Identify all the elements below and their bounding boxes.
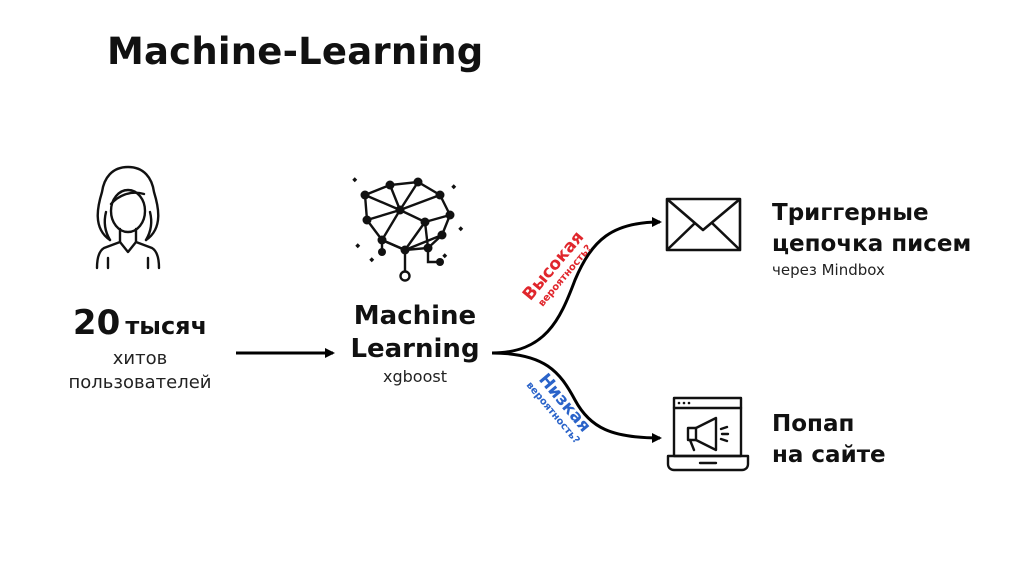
email-output-line1: Триггерные (772, 200, 929, 226)
input-stat-number: 20 (72, 303, 121, 343)
input-stat-line1: хитов (112, 348, 168, 370)
input-stat-description: хитов пользователей (40, 347, 240, 396)
model-title: Machine Learning (320, 300, 510, 365)
model-subtitle: xgboost (383, 367, 447, 386)
page-title: Machine-Learning (107, 30, 484, 73)
email-output-line2: цепочка писем (772, 230, 972, 257)
popup-output: Попап на сайте (772, 409, 972, 470)
email-output-subtitle: через Mindbox (772, 261, 885, 280)
input-stat-unit: тысяч (125, 312, 208, 340)
neural-network-brain-icon (352, 177, 464, 282)
popup-output-title: Попап на сайте (772, 409, 972, 470)
laptop-megaphone-icon (666, 396, 750, 472)
model-block: Machine Learning xgboost (320, 300, 510, 386)
input-stat: 20 тысяч хитов пользователей (40, 303, 240, 396)
email-output: Триггерные цепочка писем через Mindbox (772, 198, 1017, 279)
input-stat-headline: 20 тысяч (40, 303, 240, 343)
popup-output-line1: Попап (772, 411, 855, 437)
popup-output-line2: на сайте (772, 441, 886, 468)
input-stat-line2: пользователей (68, 372, 212, 394)
high-branch-arrow (491, 217, 662, 355)
model-title-line2: Learning (350, 333, 480, 364)
model-title-line1: Machine (353, 301, 477, 331)
email-output-title: Триггерные цепочка писем (772, 198, 1017, 259)
woman-user-icon (95, 165, 161, 270)
envelope-icon (665, 197, 742, 252)
low-branch-arrow (491, 351, 662, 443)
